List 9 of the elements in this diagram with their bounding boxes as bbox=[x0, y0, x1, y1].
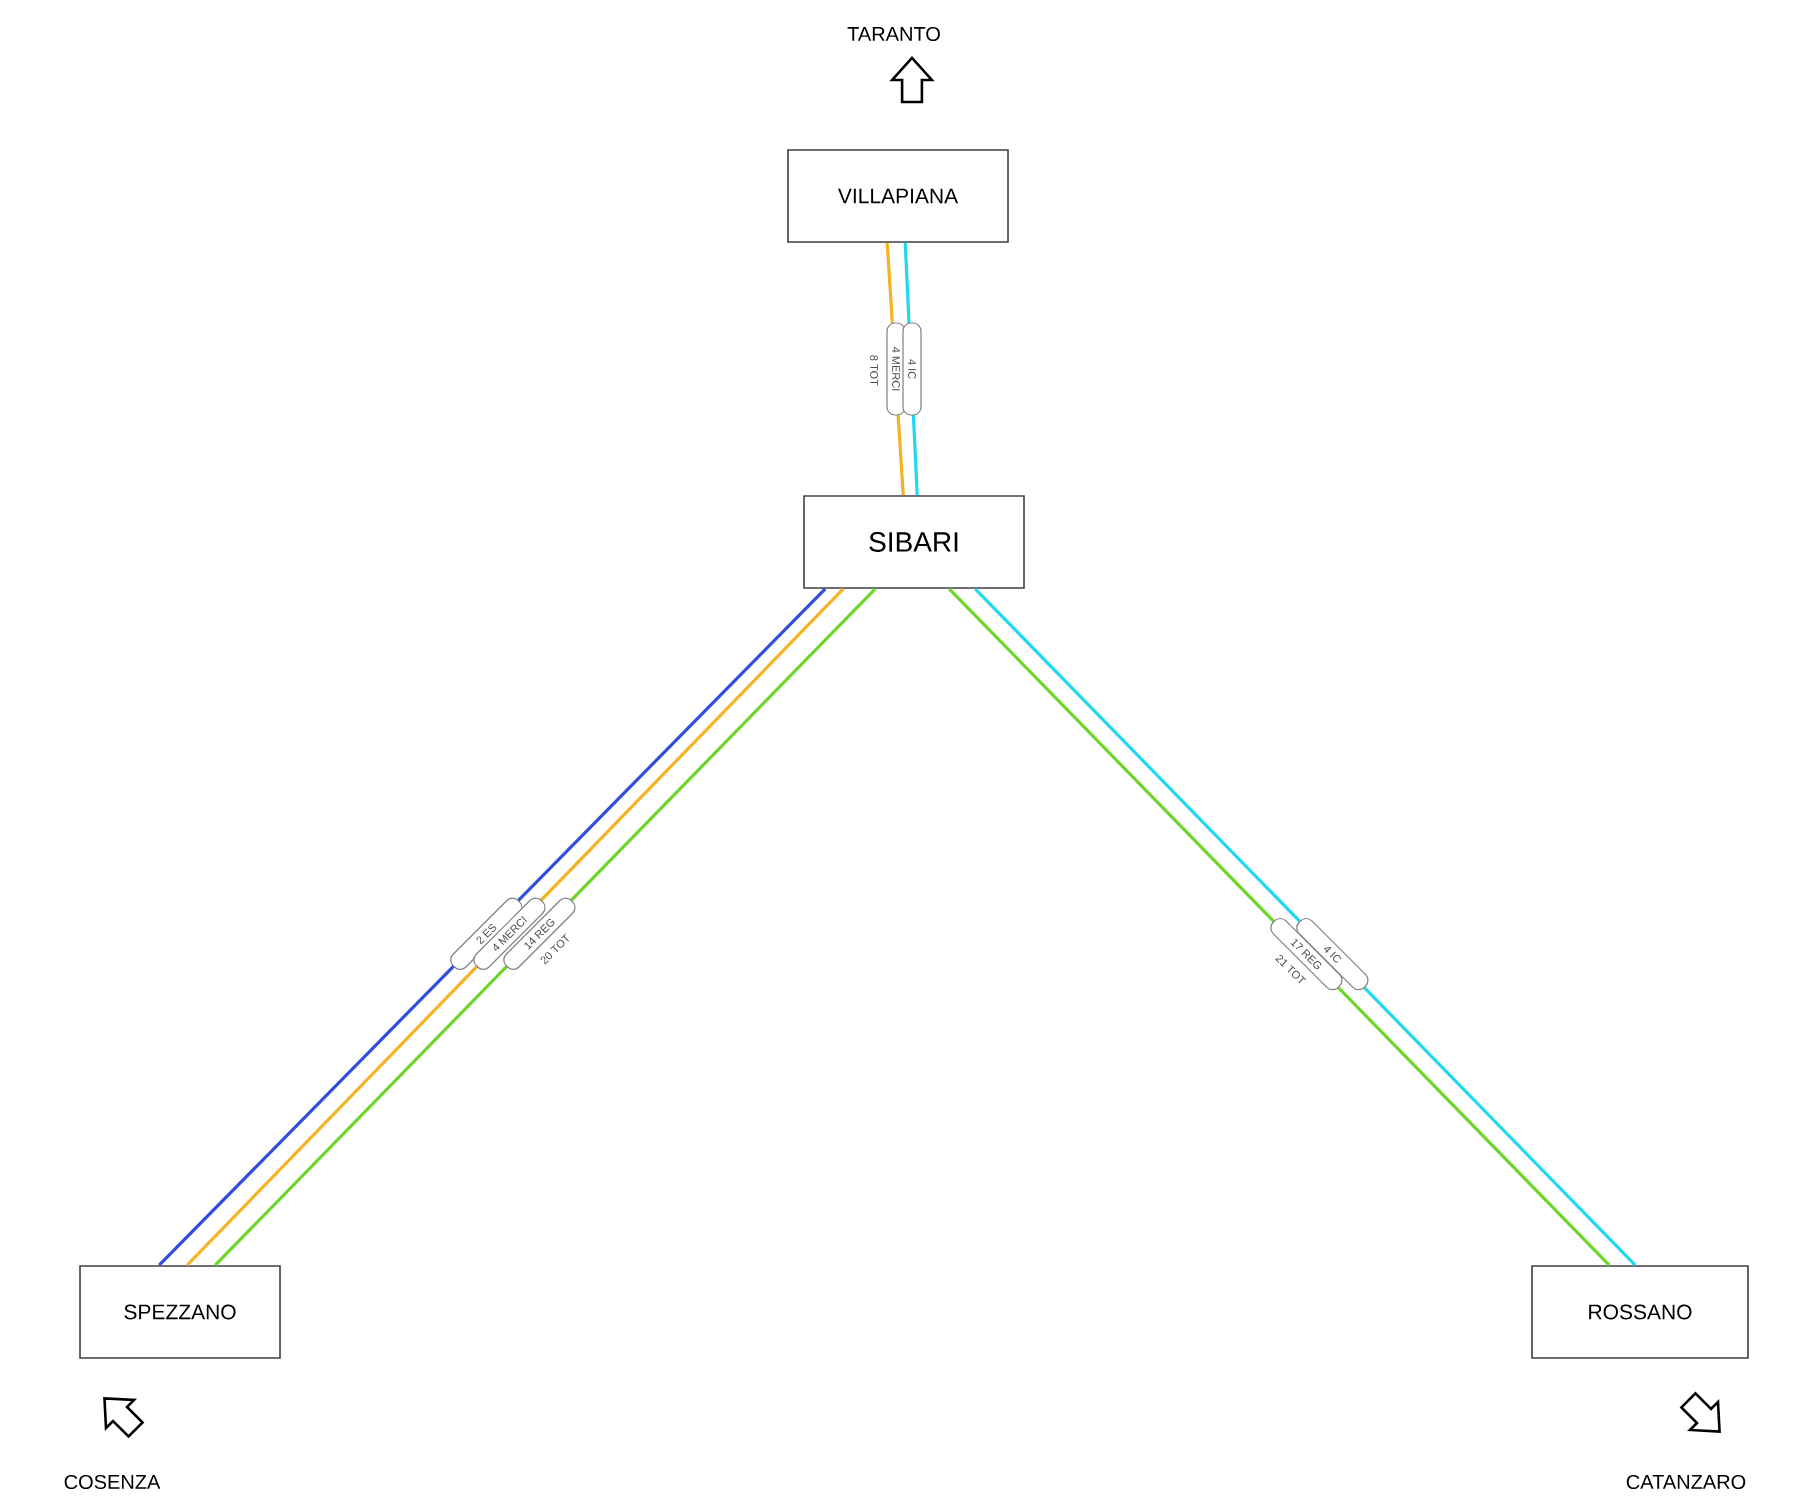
direction-block-arrow bbox=[103, 1397, 145, 1439]
destination-label: CATANZARO bbox=[1626, 1474, 1746, 1490]
destination-label: TARANTO bbox=[847, 26, 940, 42]
destination-label: COSENZA bbox=[64, 1474, 161, 1490]
station-box: ROSSANO bbox=[1531, 1265, 1749, 1359]
station-box: VILLAPIANA bbox=[787, 149, 1009, 243]
station-box: SIBARI bbox=[803, 495, 1025, 589]
direction-block-arrow bbox=[1679, 1391, 1721, 1433]
station-box: SPEZZANO bbox=[79, 1265, 281, 1359]
